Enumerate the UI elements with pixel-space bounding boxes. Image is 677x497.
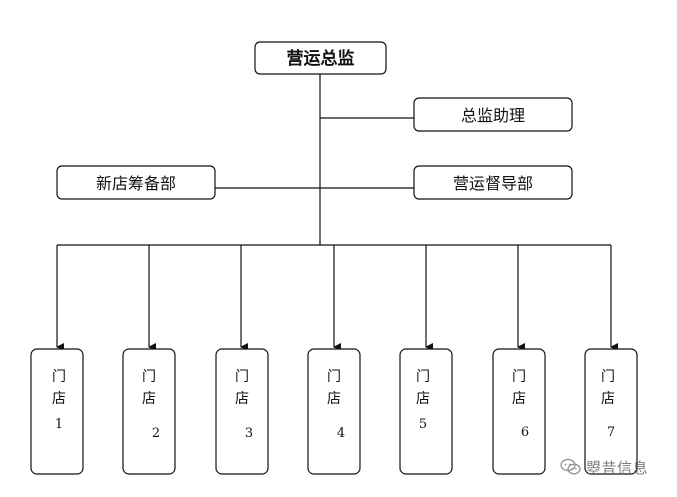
new-store-preparation-label: 新店筹备部 <box>96 174 176 193</box>
store-7-line2: 店 <box>601 391 615 407</box>
top-node-operations-director: 营运总监 <box>254 41 387 75</box>
operations-supervision-node: 营运督导部 <box>413 165 573 200</box>
store-7-number: 7 <box>607 425 615 440</box>
store-3-line1: 门 <box>235 369 249 385</box>
store-5-line2: 店 <box>416 391 430 407</box>
store-2-line1: 门 <box>142 369 156 385</box>
store-3-number: 3 <box>245 426 253 441</box>
wechat-icon <box>560 458 581 475</box>
store-6-number: 6 <box>521 425 529 440</box>
store-6-line1: 门 <box>512 369 526 385</box>
new-store-preparation-node: 新店筹备部 <box>56 165 216 200</box>
store-node-7: 门 店 7 <box>584 348 638 475</box>
store-node-3: 门 店 3 <box>215 348 269 475</box>
store-5-number: 5 <box>419 417 427 432</box>
assistant-node: 总监助理 <box>413 97 573 132</box>
store-5-line1: 门 <box>416 369 430 385</box>
store-1-line2: 店 <box>52 391 66 407</box>
assistant-node-label: 总监助理 <box>461 106 525 125</box>
store-node-6: 门 店 6 <box>492 348 546 475</box>
store-2-number: 2 <box>152 426 160 441</box>
top-node-label: 营运总监 <box>287 48 355 69</box>
store-1-number: 1 <box>55 417 63 432</box>
store-4-line1: 门 <box>327 369 341 385</box>
store-6-line2: 店 <box>512 391 526 407</box>
store-1-line1: 门 <box>52 369 66 385</box>
store-node-4: 门 店 4 <box>307 348 361 475</box>
store-node-1: 门 店 1 <box>30 348 84 475</box>
operations-supervision-label: 营运督导部 <box>453 174 533 193</box>
store-2-line2: 店 <box>142 391 156 407</box>
watermark-text: 曌昔信息 <box>586 458 649 477</box>
store-4-number: 4 <box>337 426 345 441</box>
watermark: 曌昔信息 <box>560 455 665 479</box>
store-4-line2: 店 <box>327 391 341 407</box>
store-7-line1: 门 <box>601 369 615 385</box>
store-node-2: 门 店 2 <box>122 348 176 475</box>
store-3-line2: 店 <box>235 391 249 407</box>
store-node-5: 门 店 5 <box>399 348 453 475</box>
